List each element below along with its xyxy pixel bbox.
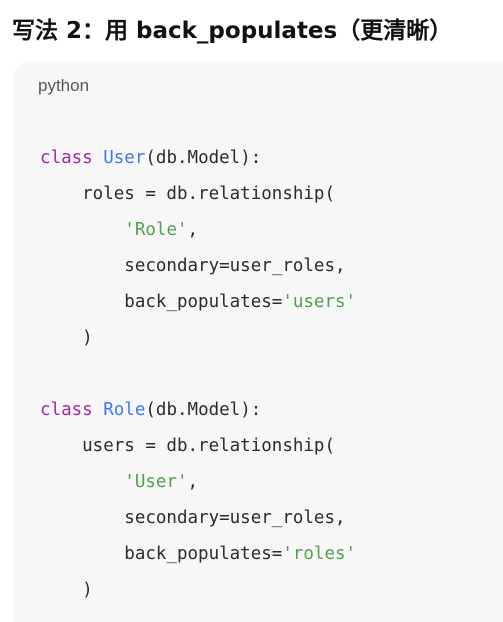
code-token: , — [187, 220, 199, 240]
code-line: ) — [40, 572, 356, 608]
code-line — [40, 356, 356, 392]
code-token — [93, 148, 104, 168]
code-token: User — [103, 148, 146, 168]
code-content[interactable]: class User(db.Model): roles = db.relatio… — [40, 140, 356, 608]
code-token: 'User' — [124, 472, 188, 492]
code-token: back_populates= — [40, 544, 283, 564]
code-token: 'users' — [282, 292, 357, 312]
code-line: back_populates='users' — [40, 284, 356, 320]
code-line: back_populates='roles' — [40, 536, 356, 572]
code-token — [40, 472, 124, 492]
code-token: secondary=user_roles, — [40, 508, 346, 528]
code-token: class — [40, 148, 93, 168]
code-line: class User(db.Model): — [40, 140, 356, 176]
code-token — [40, 220, 124, 240]
code-token: (db.Model): — [145, 400, 262, 420]
code-token — [93, 400, 104, 420]
section-heading: 写法 2：用 back_populates（更清晰） — [12, 18, 453, 44]
code-token: Role — [103, 400, 146, 420]
code-line: secondary=user_roles, — [40, 248, 356, 284]
code-token: ) — [40, 580, 93, 600]
code-line: secondary=user_roles, — [40, 500, 356, 536]
code-token: 'Role' — [124, 220, 188, 240]
code-token: ) — [40, 328, 93, 348]
code-line: class Role(db.Model): — [40, 392, 356, 428]
code-token: back_populates= — [40, 292, 283, 312]
code-token: secondary=user_roles, — [40, 256, 346, 276]
code-token: roles = db.relationship( — [40, 184, 336, 204]
code-line: users = db.relationship( — [40, 428, 356, 464]
code-line: 'Role', — [40, 212, 356, 248]
code-language-label: python — [38, 76, 90, 95]
code-token: 'roles' — [282, 544, 357, 564]
code-token: users = db.relationship( — [40, 436, 336, 456]
code-token: (db.Model): — [145, 148, 262, 168]
code-line: 'User', — [40, 464, 356, 500]
code-token: , — [187, 472, 199, 492]
code-line: roles = db.relationship( — [40, 176, 356, 212]
code-line: ) — [40, 320, 356, 356]
code-block: python class User(db.Model): roles = db.… — [14, 62, 503, 622]
code-token: class — [40, 400, 93, 420]
